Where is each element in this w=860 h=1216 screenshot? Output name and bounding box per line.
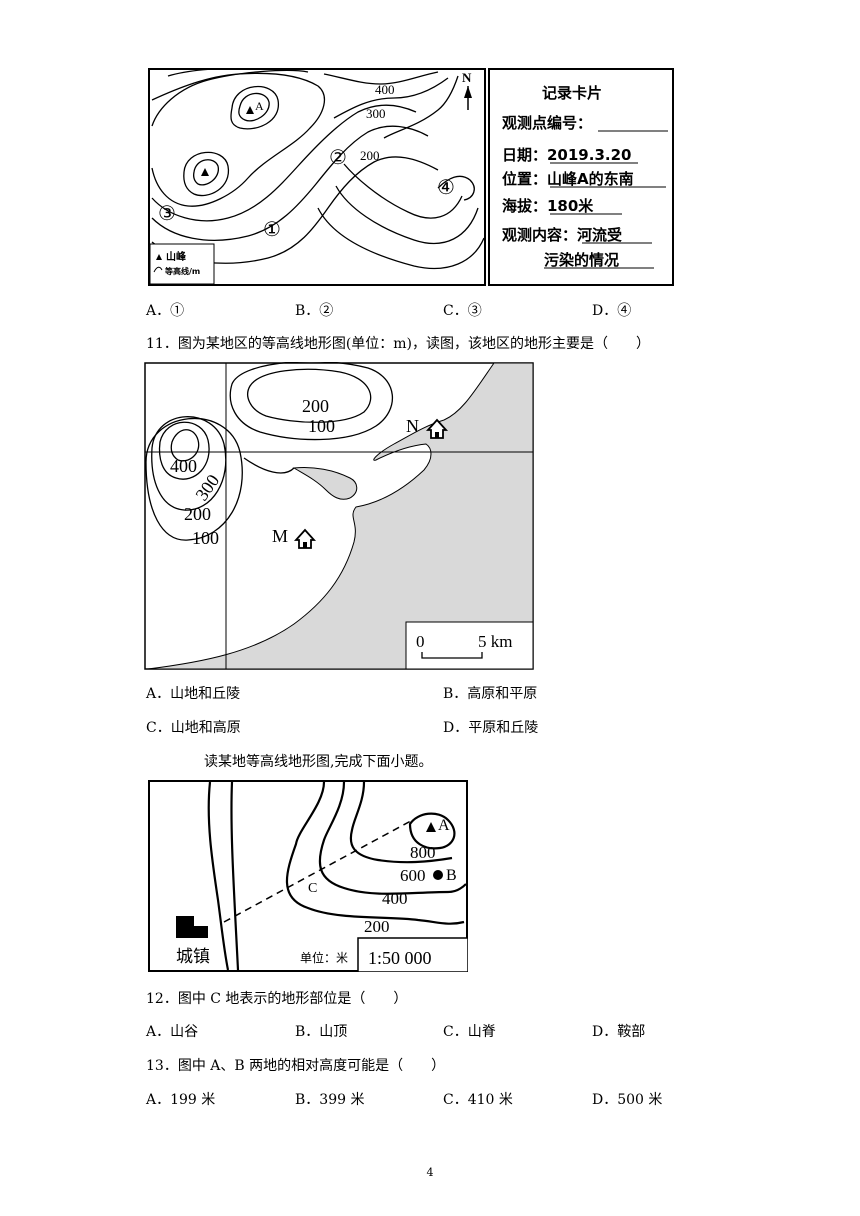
q10-option-b[interactable]: B．② (295, 303, 334, 319)
town-label: 城镇 (176, 947, 210, 966)
point-3-label: ③ (158, 203, 176, 225)
north-label: N (462, 70, 472, 85)
peak-a-triangle-icon (246, 106, 254, 114)
q11-option-c[interactable]: C．山地和高原 (146, 720, 241, 736)
record-card: 记录卡片 观测点编号： 日期：2019.3.20 位置：山峰A的东南 海拔：18… (488, 68, 674, 286)
q13-option-d[interactable]: D．500 米 (592, 1092, 663, 1108)
q10-option-c[interactable]: C．③ (443, 303, 482, 319)
settlement-n-house-icon (425, 418, 449, 439)
point-2-label: ② (329, 147, 347, 169)
figure-1-contour-map: A 400 300 200 ① ② ③ ④ N 山峰 等高线/m (148, 68, 486, 286)
card-position: 位置：山峰A的东南 (502, 170, 634, 188)
q13-option-b[interactable]: B．399 米 (295, 1092, 365, 1108)
figure-3-contour-map: A 800 600 B C 400 200 城镇 单位：米 1:50 000 (148, 780, 468, 972)
q10-option-d[interactable]: D．④ (592, 303, 632, 319)
north-arrow-icon (464, 86, 472, 98)
legend-peak-icon (156, 254, 162, 260)
card-content-line2: 污染的情况 (544, 251, 619, 269)
q12-option-c[interactable]: C．山脊 (443, 1024, 496, 1040)
q13-stem: 13．图中 A、B 两地的相对高度可能是（ ） (146, 1058, 446, 1074)
profile-line (223, 815, 421, 923)
figure-2-contour-map: 200 100 400 300 200 100 N M 0 5 km (144, 362, 534, 670)
contour-label-400: 400 (382, 889, 408, 908)
contour-label-800: 800 (410, 843, 436, 862)
page-number: 4 (426, 1166, 434, 1179)
contour-label-200: 200 (364, 917, 390, 936)
peak-a-label: A (255, 99, 264, 113)
scale-length-label: 5 km (478, 632, 512, 651)
contour-label-600: 600 (400, 866, 426, 885)
contour-label-200-left: 200 (184, 504, 211, 524)
scale-bar (421, 652, 483, 659)
point-b-dot (433, 870, 443, 880)
q11-option-b[interactable]: B．高原和平原 (443, 686, 538, 702)
contour-label-200: 200 (360, 148, 380, 163)
q10-option-a[interactable]: A．① (146, 303, 185, 319)
peak-triangle-icon (201, 168, 209, 176)
q13-option-a[interactable]: A．199 米 (146, 1092, 216, 1108)
card-date: 日期：2019.3.20 (502, 146, 631, 164)
legend-peak-label: 山峰 (166, 250, 187, 263)
contour-label-400: 400 (170, 456, 197, 476)
town-icon (176, 916, 208, 938)
card-content-line1: 观测内容：河流受 (502, 226, 622, 244)
point-4-label: ④ (437, 177, 455, 199)
peak-a-label: A (438, 817, 450, 834)
point-c-label: C (308, 881, 317, 896)
intro-text: 读某地等高线地形图,完成下面小题。 (204, 754, 433, 770)
q11-stem: 11．图为某地区的等高线地形图(单位：m)，读图，该地区的地形主要是（ ） (146, 336, 651, 352)
legend-contour-icon (153, 266, 163, 273)
legend-contour-label: 等高线/m (164, 266, 200, 276)
settlement-n-label: N (406, 416, 419, 436)
unit-label: 单位：米 (300, 950, 348, 965)
contour-label-200-top: 200 (302, 396, 329, 416)
q11-option-d[interactable]: D．平原和丘陵 (443, 720, 539, 736)
contour-label-100-left: 100 (192, 528, 219, 548)
contour-label-300: 300 (366, 106, 386, 121)
contour-label-100-top: 100 (308, 416, 335, 436)
q12-stem: 12．图中 C 地表示的地形部位是（ ） (146, 991, 408, 1007)
q13-option-c[interactable]: C．410 米 (443, 1092, 513, 1108)
q11-option-a[interactable]: A．山地和丘陵 (146, 686, 241, 702)
contour-label-400: 400 (375, 82, 395, 97)
scale-label: 1:50 000 (368, 948, 432, 968)
card-id-label: 观测点编号： (502, 114, 592, 132)
q12-option-d[interactable]: D．鞍部 (592, 1024, 646, 1040)
card-altitude: 海拔：180米 (502, 197, 594, 215)
q12-option-a[interactable]: A．山谷 (146, 1024, 199, 1040)
settlement-m-label: M (272, 526, 288, 546)
settlement-m-house-icon (293, 528, 317, 549)
q12-option-b[interactable]: B．山顶 (295, 1024, 348, 1040)
point-b-label: B (446, 867, 457, 884)
scale-zero-label: 0 (416, 632, 425, 651)
peak-a-triangle-icon (426, 822, 436, 832)
point-1-label: ① (263, 219, 281, 241)
card-title: 记录卡片 (542, 84, 602, 102)
